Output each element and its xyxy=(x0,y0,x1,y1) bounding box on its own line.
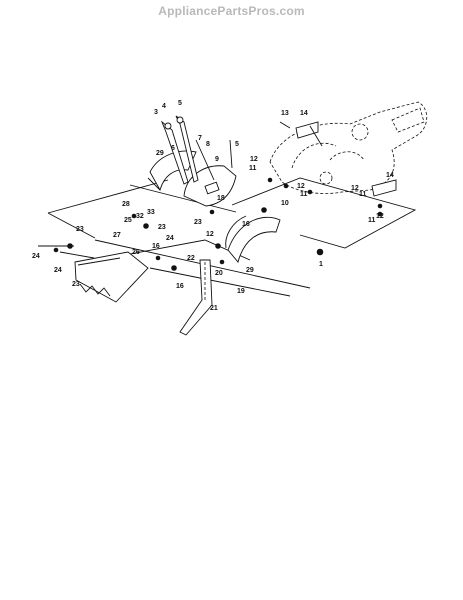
fasteners xyxy=(38,121,383,271)
callout-25: 25 xyxy=(124,217,132,224)
callout-23-a: 23 xyxy=(76,226,84,233)
callout-24-b: 24 xyxy=(54,267,62,274)
callout-26: 26 xyxy=(132,249,140,256)
callout-12-e: 12 xyxy=(206,231,214,238)
callout-7: 7 xyxy=(198,135,202,142)
callout-12-c: 12 xyxy=(351,185,359,192)
callout-1: 1 xyxy=(319,261,323,268)
callout-18: 18 xyxy=(217,195,225,202)
callout-24-a: 24 xyxy=(32,253,40,260)
callout-16-a: 16 xyxy=(152,243,160,250)
callout-27: 27 xyxy=(113,232,121,239)
control-levers xyxy=(160,115,215,185)
callout-12-d: 12 xyxy=(376,213,384,220)
callout-12-b: 12 xyxy=(297,183,305,190)
callout-9: 9 xyxy=(215,156,219,163)
site-watermark: AppliancePartsPros.com xyxy=(158,4,305,18)
callout-16-c: 16 xyxy=(176,283,184,290)
callout-4: 4 xyxy=(162,103,166,110)
callout-32: 32 xyxy=(136,213,144,220)
tine-shield-left xyxy=(147,150,197,192)
callout-11-c: 11 xyxy=(359,191,367,198)
callout-6: 6 xyxy=(171,145,175,152)
callout-29-top: 29 xyxy=(156,150,164,157)
tine-shield-right xyxy=(225,215,281,263)
callout-14-right: 14 xyxy=(386,172,394,179)
callout-10: 10 xyxy=(281,200,289,207)
deflector-shield xyxy=(74,251,149,303)
callout-20: 20 xyxy=(215,270,223,277)
callout-29-bottom: 29 xyxy=(246,267,254,274)
callout-5-right: 5 xyxy=(235,141,239,148)
callout-14-top: 14 xyxy=(300,110,308,117)
depth-bar xyxy=(179,259,213,336)
callout-23-c: 23 xyxy=(194,219,202,226)
callout-labels: 1 3 4 5 5 6 7 8 9 10 11 11 11 11 12 12 1… xyxy=(32,100,394,312)
callout-28: 28 xyxy=(122,201,130,208)
callout-11-d: 11 xyxy=(368,217,376,224)
callout-16-b: 16 xyxy=(242,221,250,228)
callout-13: 13 xyxy=(281,110,289,117)
callout-23-d: 23 xyxy=(72,281,80,288)
callout-11-b: 11 xyxy=(300,191,308,198)
callout-3: 3 xyxy=(154,109,158,116)
transmission-housing xyxy=(269,101,428,194)
right-deck-plane xyxy=(231,177,417,249)
callout-5-top: 5 xyxy=(178,100,182,107)
mounting-bracket-top xyxy=(295,121,323,147)
callout-23-b: 23 xyxy=(158,224,166,231)
callout-19: 19 xyxy=(237,288,245,295)
callout-12-a: 12 xyxy=(250,156,258,163)
mounting-bracket-right xyxy=(371,179,397,197)
callout-21: 21 xyxy=(210,305,218,312)
callout-33: 33 xyxy=(147,209,155,216)
callout-22: 22 xyxy=(187,255,195,262)
callout-11-a: 11 xyxy=(249,165,257,172)
callout-24-c: 24 xyxy=(166,235,174,242)
callout-8: 8 xyxy=(206,141,210,148)
